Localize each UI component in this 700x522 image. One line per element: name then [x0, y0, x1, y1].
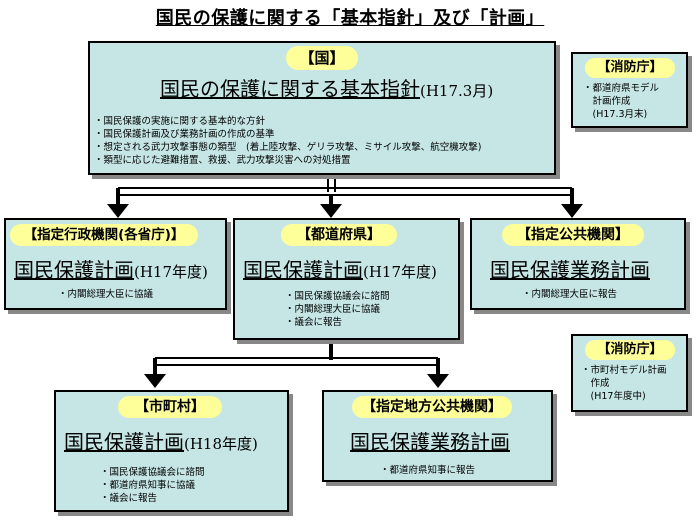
list-item: 都道府県知事に協議: [100, 479, 205, 492]
municipality-tag: 【市町村】: [118, 396, 222, 418]
prefecture-items: 国民保護協議会に諮問 内閣総理大臣に協議 議会に報告: [285, 290, 390, 329]
list-item: 類型に応じた避難措置、救援、武力攻撃災害への対処措置: [94, 154, 554, 167]
fdma-top-notes: ・都道府県モデル 計画作成 (H17.3月末): [583, 83, 660, 120]
designated-admin-box: 【指定行政機関(各省庁)】 国民保護計画(H17年度) 内閣総理大臣に協議: [4, 218, 227, 310]
municipality-box: 【市町村】 国民保護計画(H18年度) 国民保護協議会に諮問 都道府県知事に協議…: [54, 390, 289, 512]
prefecture-box: 【都道府県】 国民保護計画(H17年度) 国民保護協議会に諮問 内閣総理大臣に協…: [233, 218, 460, 340]
designated-local-tag: 【指定地方公共機関】: [352, 396, 512, 418]
national-guideline-box: 【国】 国民の保護に関する基本指針(H17.3月) 国民保護の実施に関する基本的…: [88, 41, 556, 175]
designated-public-tag: 【指定公共機関】: [502, 224, 644, 246]
fdma-bottom-notes: ・市町村モデル計画 作成 (H17年度中): [581, 365, 667, 402]
prefecture-tag: 【都道府県】: [281, 224, 397, 246]
list-item: 議会に報告: [100, 492, 205, 505]
list-item: 内閣総理大臣に協議: [58, 288, 154, 301]
municipality-title: 国民保護計画(H18年度): [64, 430, 258, 454]
national-tag: 【国】: [286, 46, 358, 70]
prefecture-title: 国民保護計画(H17年度): [243, 258, 437, 282]
list-item: 都道府県知事に報告: [380, 464, 476, 477]
list-item: 内閣総理大臣に協議: [285, 303, 390, 316]
designated-public-title: 国民保護業務計画: [490, 258, 650, 282]
arrowhead: [427, 374, 449, 388]
arrowhead: [320, 204, 342, 218]
designated-admin-tag: 【指定行政機関(各省庁)】: [10, 224, 198, 246]
list-item: 国民保護協議会に諮問: [285, 290, 390, 303]
designated-local-items: 都道府県知事に報告: [380, 464, 476, 477]
arrowhead: [561, 204, 583, 218]
national-item-list: 国民保護の実施に関する基本的な方針 国民保護計画及び業務計画の作成の基準 想定さ…: [94, 115, 554, 167]
national-title: 国民の保護に関する基本指針(H17.3月): [160, 77, 494, 101]
designated-local-title: 国民保護業務計画: [350, 430, 510, 454]
list-item: 内閣総理大臣に報告: [522, 288, 618, 301]
list-item: 想定される武力攻撃事態の類型 (着上陸攻撃、ゲリラ攻撃、ミサイル攻撃、航空機攻撃…: [94, 141, 554, 154]
designated-public-box: 【指定公共機関】 国民保護業務計画 内閣総理大臣に報告: [470, 218, 686, 310]
arrowhead: [144, 374, 166, 388]
page-title: 国民の保護に関する「基本指針」及び「計画」: [155, 8, 545, 29]
fdma-bottom-box: 【消防庁】 ・市町村モデル計画 作成 (H17年度中): [571, 334, 688, 412]
arrowhead: [107, 204, 129, 218]
fdma-top-box: 【消防庁】 ・都道府県モデル 計画作成 (H17.3月末): [571, 52, 688, 128]
list-item: 国民保護計画及び業務計画の作成の基準: [94, 128, 554, 141]
list-item: 国民保護協議会に諮問: [100, 466, 205, 479]
list-item: 議会に報告: [285, 316, 390, 329]
designated-admin-items: 内閣総理大臣に協議: [58, 288, 154, 301]
fdma-top-tag: 【消防庁】: [585, 58, 675, 78]
fdma-bottom-tag: 【消防庁】: [585, 340, 675, 360]
municipality-items: 国民保護協議会に諮問 都道府県知事に協議 議会に報告: [100, 466, 205, 505]
list-item: 国民保護の実施に関する基本的な方針: [94, 115, 554, 128]
designated-public-items: 内閣総理大臣に報告: [522, 288, 618, 301]
designated-local-box: 【指定地方公共機関】 国民保護業務計画 都道府県知事に報告: [322, 390, 553, 482]
designated-admin-title: 国民保護計画(H17年度): [14, 258, 208, 282]
